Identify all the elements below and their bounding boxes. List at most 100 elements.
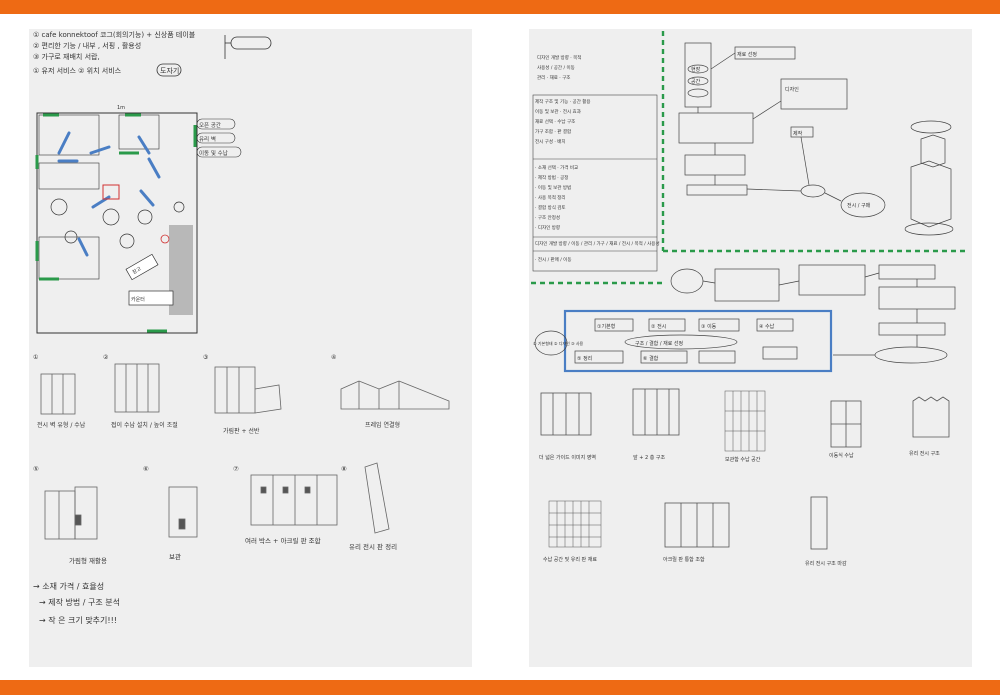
sketch-8: [364, 462, 390, 534]
top-orange-band: [0, 0, 1000, 14]
flow-top-2: 디자인: [785, 86, 799, 93]
header-line2: ② 편리한 기능 / 내부 , 서핑 , 활용성: [33, 41, 141, 50]
flow-top-labels: 재료 선정 디자인 제작 전시 / 구매 현장 공간: [691, 51, 871, 209]
svg-text:사용성 / 공간 / 이동: 사용성 / 공간 / 이동: [537, 64, 575, 71]
sketch-1-num: ①: [33, 354, 38, 361]
svg-text:· 소재 선택 · 가격 비교: · 소재 선택 · 가격 비교: [535, 164, 578, 171]
svg-text:· 전시 / 판매 / 이동: · 전시 / 판매 / 이동: [535, 256, 571, 263]
flow-diagram-top: [678, 42, 954, 236]
sketch-3-num: ③: [203, 354, 208, 361]
svg-text:· 디자인 방향: · 디자인 방향: [535, 224, 560, 231]
right-sketch-8-caption: 유리 전시 구조 마감: [805, 560, 847, 567]
flow-top-1: 재료 선정: [737, 51, 757, 58]
floorplan-counter-label: 카운터: [131, 296, 145, 303]
header-line1: ① cafe konnektoof 코그(회의기능) + 신상품 테이블: [33, 30, 196, 39]
floor-plan: 1m: [35, 105, 242, 334]
floorplan-storage-label: 창고: [131, 265, 143, 276]
right-sketch-row-1: [540, 388, 950, 452]
right-sketch-row-2-labels: 수납 공간 및 유리 판 재료 아크릴 판 통합 조합 유리 전시 구조 마감: [543, 556, 847, 567]
sketch-5: [44, 486, 98, 540]
sketch-2-caption: 접이 수납 설치 / 높이 조절: [111, 421, 178, 429]
right-sketch-3-caption: 보관함 수납 공간: [725, 456, 761, 463]
right-sketch-7-caption: 아크릴 판 통합 조합: [663, 556, 705, 563]
header-line3: ③ 가구로 재배치 서랍,: [33, 52, 100, 61]
flow-top-3: 제작: [793, 130, 803, 137]
flow-diagram-mid: [670, 264, 956, 364]
sketch-8-num: ⑧: [341, 465, 347, 473]
floorplan-note-2: 유리 벽: [199, 135, 216, 143]
left-sketch-page: ① cafe konnektoof 코그(회의기능) + 신상품 테이블 ② 편…: [29, 29, 472, 667]
svg-text:· 사용 목적 정리: · 사용 목적 정리: [535, 194, 566, 201]
sketch-4-num: ④: [331, 354, 336, 361]
sketch-6-num: ⑥: [143, 465, 149, 473]
right-page-drawing: 디자인 개발 방향 · 목적 사용성 / 공간 / 이동 관리 · 재료 · 구…: [531, 31, 969, 567]
sketch-5-caption: 가림형 재활용: [69, 556, 107, 565]
flow-circle-1: 현장: [691, 66, 701, 73]
bottom-note-1: → 소재 가격 / 효율성: [33, 581, 104, 591]
diagram-box-6: ⑥ 결합: [643, 355, 659, 362]
bottom-note-3: → 작 은 크기 맞추기!!!: [39, 615, 117, 625]
sketch-5-num: ⑤: [33, 465, 39, 473]
notes-block: [532, 94, 658, 272]
sketch-1-caption: 전시 벽 유형 / 수납: [37, 421, 86, 429]
sketch-7: [250, 474, 338, 526]
svg-text:· 결합 방식 검토: · 결합 방식 검토: [535, 204, 566, 211]
bottom-orange-band: [0, 680, 1000, 695]
svg-text:관리 · 재료 · 구조: 관리 · 재료 · 구조: [537, 74, 570, 81]
sketch-4-caption: 프레임 연결형: [365, 421, 400, 429]
sketch-4: [340, 380, 450, 410]
sketch-1: [40, 373, 76, 415]
sketch-row-1: [40, 363, 450, 415]
svg-text:제작 구조 및 기능 · 공간 활용: 제작 구조 및 기능 · 공간 활용: [535, 98, 591, 105]
diagram-box-1: ①기본형: [597, 323, 615, 330]
bottom-note-2: → 제작 방법 / 구조 분석: [39, 597, 120, 607]
svg-text:· 제작 방법 · 공정: · 제작 방법 · 공정: [535, 174, 568, 181]
sketch-7-caption: 여러 박스 + 아크릴 판 조합: [245, 536, 321, 545]
left-page-drawing: ① cafe konnektoof 코그(회의기능) + 신상품 테이블 ② 편…: [33, 30, 450, 625]
right-sketch-5-caption: 유리 전시 구조: [909, 450, 940, 457]
green-dashed-divider: [531, 31, 969, 285]
sketch-6-caption: 보관: [169, 552, 181, 561]
diagram-box-3: ③ 이동: [701, 323, 717, 330]
right-sketch-row-2: [548, 496, 828, 550]
diagram-box-5: ⑤ 정리: [577, 355, 592, 362]
right-sketch-2-caption: 앞 + 2 층 구조: [633, 454, 666, 461]
sketch-3: [214, 366, 282, 414]
svg-text:재료 선택 · 수납 구조: 재료 선택 · 수납 구조: [535, 118, 575, 125]
header-line4: ① 유저 서비스 ② 위치 서비스: [33, 66, 122, 75]
sketch-7-num: ⑦: [233, 465, 239, 473]
right-sketch-6-caption: 수납 공간 및 유리 판 재료: [543, 556, 597, 563]
floorplan-top-label: 1m: [117, 105, 125, 111]
right-sketch-1-caption: 더 넓은 가이드 이미지 영역: [539, 454, 596, 461]
svg-text:· 이동 및 보관 방법: · 이동 및 보관 방법: [535, 184, 571, 191]
svg-text:가구 조합 · 판 결합: 가구 조합 · 판 결합: [535, 128, 571, 135]
blue-process-diagram: [534, 309, 833, 373]
diagram-title: ① 기본형태 ② 디자인 ③ 사용: [533, 340, 584, 346]
sketch-6: [168, 486, 198, 538]
sketch-row-1-labels: ① 전시 벽 유형 / 수납 ② 접이 수납 설치 / 높이 조절 ③ 가림판 …: [33, 354, 400, 435]
svg-text:전시 구성 · 배치: 전시 구성 · 배치: [535, 138, 566, 145]
diagram-mid-label: 구조 / 결합 / 재료 선정: [635, 340, 683, 347]
floorplan-note-1: 오픈 공간: [199, 121, 221, 129]
diagram-box-2: ② 전시: [651, 323, 666, 330]
bottom-notes: → 소재 가격 / 효율성 → 제작 방법 / 구조 분석 → 작 은 크기 맞…: [33, 581, 120, 625]
sketch-8-caption: 유리 전시 판 정리: [349, 542, 397, 551]
sketch-2: [114, 363, 160, 413]
blue-diagram-labels: ①기본형 ② 전시 ③ 이동 ④ 수납 구조 / 결합 / 재료 선정 ⑤ 정리…: [533, 323, 775, 362]
right-sketch-row-1-labels: 더 넓은 가이드 이미지 영역 앞 + 2 층 구조 보관함 수납 공간 이동식…: [539, 450, 940, 463]
sketch-row-2: [44, 462, 390, 540]
floorplan-note-3: 이동 및 수납: [199, 149, 228, 157]
diagram-box-4: ④ 수납: [759, 323, 775, 330]
right-sketch-4-caption: 이동식 수납: [829, 452, 854, 459]
svg-text:디자인 개발 방향 · 목적: 디자인 개발 방향 · 목적: [537, 54, 581, 61]
sketch-row-2-labels: ⑤ 가림형 재활용 ⑥ 보관 ⑦ 여러 박스 + 아크릴 판 조합 ⑧ 유리 전…: [33, 465, 397, 565]
header-tag: 도자기: [160, 66, 179, 75]
sketch-2-num: ②: [103, 354, 109, 361]
svg-text:· 구조 안정성: · 구조 안정성: [535, 214, 560, 221]
notes-lines: 디자인 개발 방향 · 목적 사용성 / 공간 / 이동 관리 · 재료 · 구…: [535, 54, 660, 263]
notes-block-summary: 디자인 개발 방향 / 이동 / 관리 / 가구 / 재료 / 전시 / 목적 …: [535, 240, 660, 247]
flow-top-4: 전시 / 구매: [847, 202, 871, 209]
svg-text:이동 및 보관 · 전시 효과: 이동 및 보관 · 전시 효과: [535, 108, 581, 115]
flow-circle-2: 공간: [691, 78, 701, 85]
header-notes: ① cafe konnektoof 코그(회의기능) + 신상품 테이블 ② 편…: [33, 30, 272, 77]
